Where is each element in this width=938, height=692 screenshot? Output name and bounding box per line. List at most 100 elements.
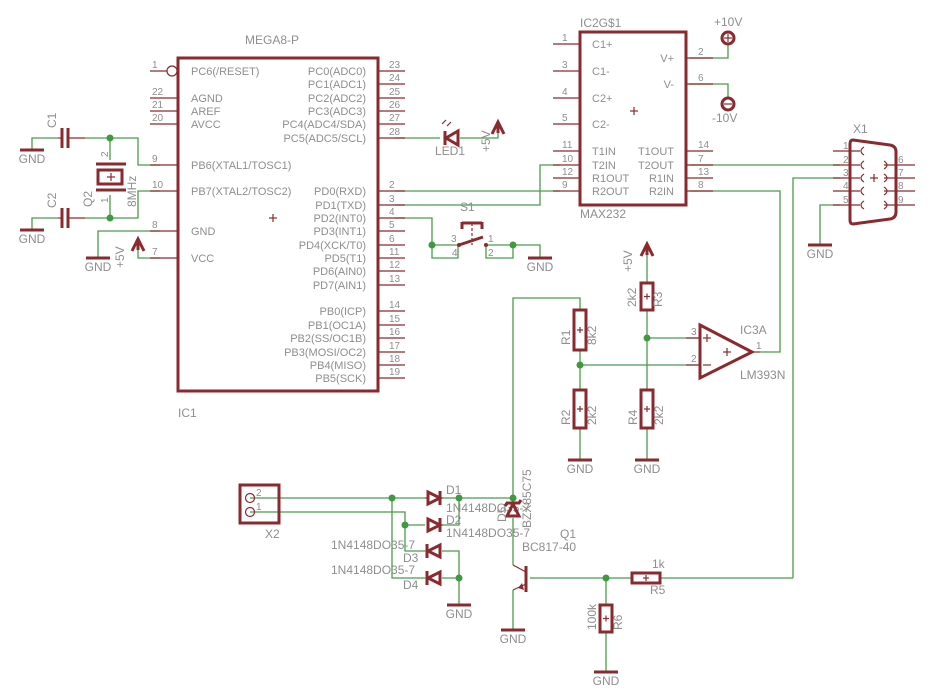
- ic2-pin-label: R1OUT: [592, 173, 630, 185]
- junction: [509, 494, 517, 502]
- ground-label: GND: [527, 260, 554, 274]
- resistor-value: 1k: [652, 557, 666, 571]
- ic2-pin-label: V-: [664, 79, 675, 91]
- s1-pin1: 1: [488, 234, 494, 245]
- d3-diode[interactable]: D3 1N4148DO35-7: [331, 538, 442, 565]
- ic1-pin-number: 4: [389, 207, 395, 218]
- ic1-pin-label: PC3(ADC3): [308, 106, 366, 118]
- ic1-pin-label: PC5(ADC5/SCL): [283, 133, 366, 145]
- led1[interactable]: LED1: [435, 119, 465, 158]
- wire-d2-out: [442, 498, 460, 526]
- ic1-pin-label: PC0(ADC0): [308, 66, 366, 78]
- junction: [428, 241, 436, 249]
- ic1-body: [176, 56, 380, 393]
- resistor-r4[interactable]: R4 2k2: [626, 388, 666, 430]
- d3-name: D3: [403, 551, 419, 565]
- ic2-max232[interactable]: IC2G$1 MAX232 1C1+3C1-4C2+5C2-11T1IN10T2…: [553, 15, 742, 221]
- resistor-name: R4: [626, 409, 640, 425]
- ic2-pin-number: 2: [698, 47, 704, 58]
- ic1-pin-number: 3: [389, 194, 395, 205]
- ic2-pin-label: R2IN: [649, 186, 674, 198]
- ic1-pin-label: PB2(SS/OC1B): [290, 333, 366, 345]
- ic1-pin-label: PB3(MOSI/OC2): [284, 347, 366, 359]
- x1-pin-number: 1: [843, 141, 849, 152]
- ic1-pin-label: PB6(XTAL1/TOSC1): [191, 160, 291, 172]
- resistor-value: 2k2: [585, 405, 599, 425]
- ic2-pin-number: 14: [698, 140, 710, 151]
- resistor-value: 8k2: [585, 325, 599, 345]
- resistor-name: R2: [559, 409, 573, 425]
- s1-name: S1: [460, 200, 475, 214]
- ic1-pin-number: 10: [152, 180, 164, 191]
- q1-transistor[interactable]: Q1 BC817-40: [512, 527, 576, 592]
- wires: [31, 45, 840, 672]
- x2-connector[interactable]: 2 1 X2: [238, 483, 281, 541]
- ground-label: GND: [567, 462, 594, 476]
- ic1-pin-label: PD1(TXD): [315, 200, 366, 212]
- ic2-pin-label: C1-: [592, 66, 610, 78]
- ic1-pin-label: PB0(ICP): [320, 306, 366, 318]
- ic1-pin-label: PD3(INT1): [313, 226, 366, 238]
- ic1-pin-number: 26: [389, 100, 401, 111]
- s1-switch[interactable]: S1 3 4 1 2: [451, 200, 494, 259]
- junction: [576, 361, 584, 369]
- q2-crystal[interactable]: 2 1 Q2 8MHz: [81, 151, 139, 207]
- c2-capacitor[interactable]: C2: [45, 192, 85, 228]
- ic1-pin-number: 23: [389, 60, 401, 71]
- ground-icon: GND: [527, 256, 554, 274]
- ic1-pin-number: 11: [389, 247, 400, 258]
- x1-pin-number: 8: [898, 181, 904, 192]
- ground-icon: GND: [19, 148, 46, 166]
- ground-icon: GND: [634, 458, 661, 476]
- x1-pin-number: 9: [898, 195, 904, 206]
- ic1-mega8[interactable]: MEGA8-P IC1 1PC6(/RESET)22AGND21AREF20AV…: [150, 33, 405, 420]
- ground-label: GND: [807, 247, 834, 261]
- ic1-pin-number: 17: [389, 341, 401, 352]
- vcc-symbols: +5V+5V+5V: [113, 118, 655, 272]
- wire-r5-x1: [792, 177, 840, 578]
- ic3-comparator[interactable]: 3 2 1 IC3A LM393N: [686, 322, 785, 382]
- ic3-pin-minus: 2: [691, 354, 697, 365]
- d2-diode[interactable]: D2 1N4148DO35-7: [426, 513, 530, 540]
- wire-d4-anode: [391, 498, 425, 579]
- ic2-body: [578, 30, 688, 207]
- ic1-pin-label: GND: [191, 226, 216, 238]
- d5-zener[interactable]: D5 BZX85C75: [495, 469, 534, 528]
- ic2-pin-number: 1: [562, 33, 568, 44]
- junction: [602, 574, 610, 582]
- wire-d3-d4-gnd: [442, 550, 460, 579]
- wire-x2-pin1: [250, 511, 425, 526]
- wire-gnd-pin8: [97, 230, 160, 258]
- ground-label: GND: [446, 607, 473, 621]
- ic1-pin-number: 20: [152, 113, 164, 124]
- junction: [401, 521, 409, 529]
- resistor-r2[interactable]: R2 2k2: [559, 388, 599, 430]
- ic2-pin-number: 12: [562, 167, 574, 178]
- c1-capacitor[interactable]: C1: [45, 112, 85, 148]
- resistor-name: R3: [651, 291, 665, 307]
- d4-diode[interactable]: D4 1N4148DO35-7: [331, 563, 442, 592]
- d3-value: 1N4148DO35-7: [331, 538, 415, 552]
- ic1-pin-label: PD7(AIN1): [313, 280, 366, 292]
- ic1-pin-label: PB7(XTAL2/TOSC2): [191, 186, 291, 198]
- x1-shell: [848, 138, 898, 226]
- ground-label: GND: [500, 632, 527, 646]
- ic1-pin-number: 7: [152, 247, 158, 258]
- wire-r1-top: [512, 297, 581, 498]
- reset-inverter-bubble: [166, 65, 178, 77]
- ic2-pin-number: 8: [698, 180, 704, 191]
- vcc-label: +5V: [479, 130, 493, 152]
- resistor-value: 2k2: [652, 405, 666, 425]
- q2-body: [96, 168, 124, 186]
- d2-name: D2: [446, 513, 462, 527]
- ic2-pin-label: T1OUT: [638, 146, 674, 158]
- ic3-name: IC3A: [740, 323, 767, 337]
- ic1-pin-label: PC6(/RESET): [191, 66, 259, 78]
- resistor-body: [639, 388, 655, 430]
- ic1-pin-label: AGND: [191, 93, 223, 105]
